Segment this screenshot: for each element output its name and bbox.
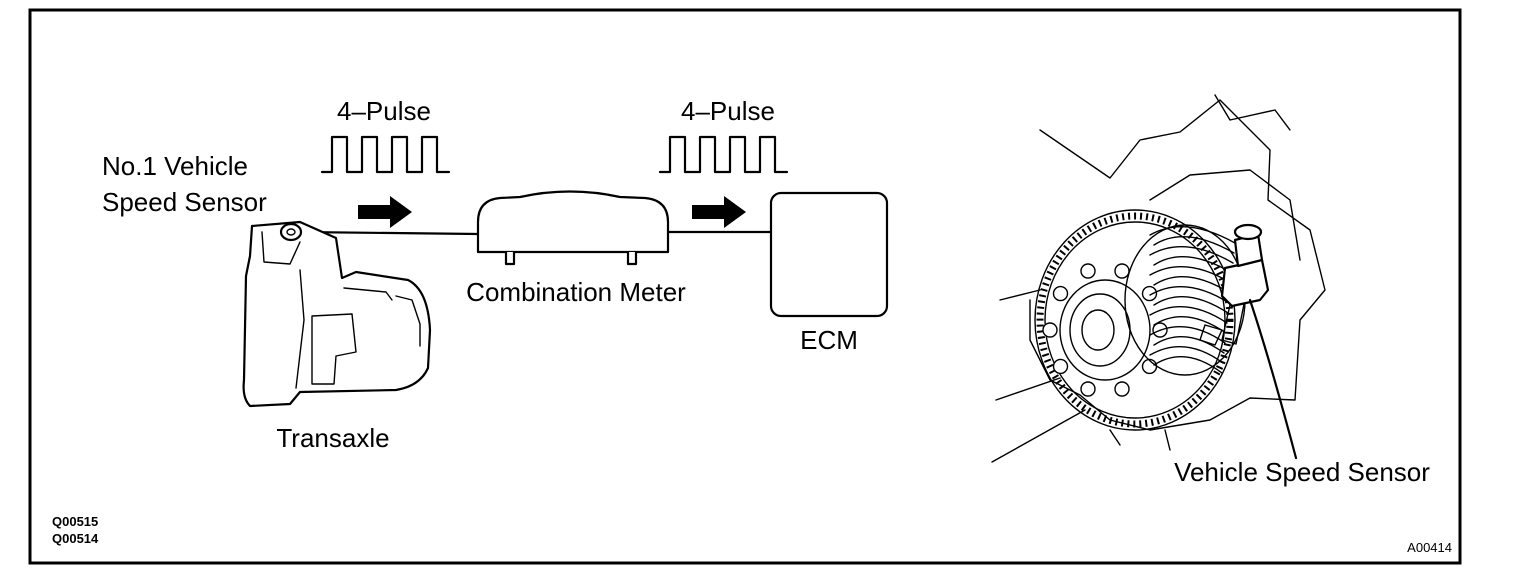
pulse-label-left: 4–Pulse [337, 96, 431, 126]
combination-meter-shape [476, 190, 670, 266]
figure-id: A00414 [1407, 540, 1452, 555]
combination-meter-label: Combination Meter [466, 277, 686, 307]
sensor-label-line1: No.1 Vehicle [102, 151, 248, 181]
signal-wire-sensor-to-meter [298, 230, 480, 236]
arrow-right-icon [692, 196, 746, 228]
code-label-1: Q00515 [52, 514, 98, 529]
pulse-label-right: 4–Pulse [681, 96, 775, 126]
ecm-label: ECM [800, 325, 858, 355]
bolt-circle [1042, 322, 1058, 338]
bolt-circle [1114, 263, 1130, 279]
sensor-label-line2: Speed Sensor [102, 187, 267, 217]
bolt-circle [1114, 381, 1130, 397]
code-label-2: Q00514 [52, 531, 99, 546]
gear-assembly-illustration [991, 94, 1326, 463]
bolt-circle [1052, 358, 1069, 375]
frame-border [28, 8, 1462, 565]
arrow-right-icon [358, 196, 412, 228]
transaxle-label: Transaxle [276, 423, 389, 453]
bolt-circle [1052, 285, 1069, 302]
transaxle-drawing [242, 220, 432, 408]
bolt-circle [1080, 263, 1096, 279]
bolt-circle [1080, 381, 1096, 397]
bolt-circle [1141, 285, 1158, 302]
ecm-box [769, 191, 889, 318]
vehicle-speed-sensor-label: Vehicle Speed Sensor [1174, 457, 1430, 487]
pulse-waveform-right [658, 135, 789, 174]
pulse-waveform-left [320, 135, 451, 174]
